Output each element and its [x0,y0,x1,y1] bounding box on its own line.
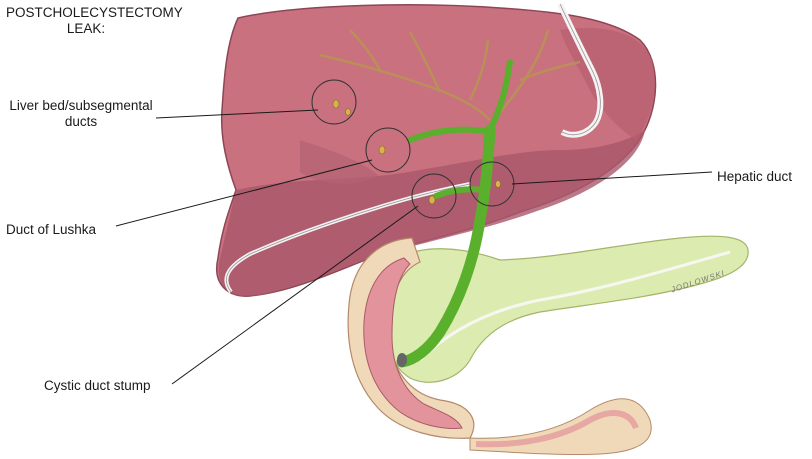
pancreas [387,236,748,382]
title-line-1: POSTCHOLECYSTECTOMY [6,5,166,21]
label-cystic-duct-stump: Cystic duct stump [44,378,151,394]
label-liver-bed: Liver bed/subsegmental ducts [6,98,156,130]
label-hepatic-duct: Hepatic duct [717,169,792,185]
label-liver-bed-line-2: ducts [6,114,156,130]
ampulla [397,353,407,367]
label-duct-of-lushka: Duct of Lushka [6,222,96,238]
label-liver-bed-line-1: Liver bed/subsegmental [6,98,156,114]
title-line-2: LEAK: [6,21,166,37]
figure-title: POSTCHOLECYSTECTOMY LEAK: [6,5,166,37]
